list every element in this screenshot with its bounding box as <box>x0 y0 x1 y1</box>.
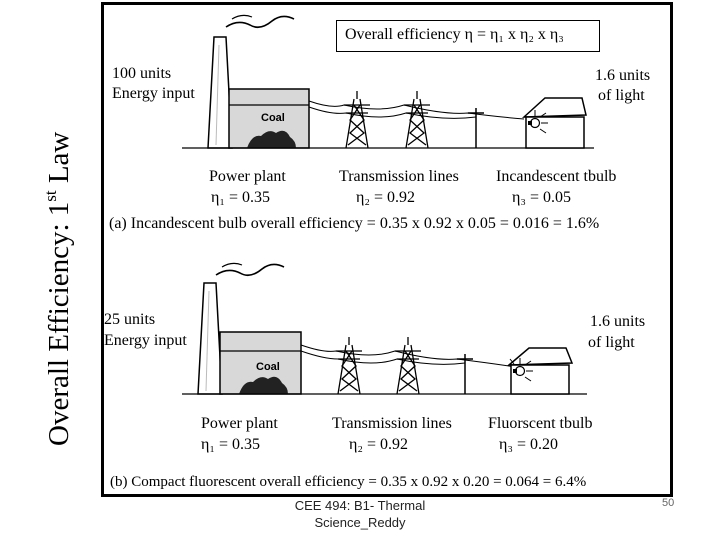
panel-a-stage1-eff: η₁ = 0.35 <box>211 189 270 206</box>
efficiency-equation: Overall efficiency η = η₁ x η₂ x η₃ <box>345 26 564 43</box>
panel-a-coal-label: Coal <box>261 112 285 124</box>
panel-b-stage2-name: Transmission lines <box>332 415 452 432</box>
efficiency-figure: Overall efficiency η = η₁ x η₂ x η₃ 100 … <box>101 2 673 497</box>
svg-text:Overall Efficiency: 1st Law: Overall Efficiency: 1st Law <box>41 132 74 446</box>
panel-b-stage3-eff: η₃ = 0.20 <box>499 436 558 453</box>
panel-b-stage3-name: Fluorscent tbulb <box>488 415 593 432</box>
house-b <box>506 347 574 395</box>
page-number: 50 <box>662 497 675 509</box>
tower-a2 <box>404 91 430 149</box>
panel-a-drawing <box>182 14 594 149</box>
panel-b-stage1-eff: η₁ = 0.35 <box>201 436 260 453</box>
smoke-a <box>225 15 295 29</box>
panel-a-output-label: of light <box>598 87 645 104</box>
smoke-b <box>215 263 285 277</box>
panel-b-drawing <box>182 262 587 395</box>
panel-a-stage2-name: Transmission lines <box>339 168 459 185</box>
panel-a-output-amount: 1.6 units <box>595 67 651 84</box>
tower-a1 <box>344 91 370 149</box>
coal-pile-a <box>247 130 296 148</box>
panel-a-stage1-name: Power plant <box>209 168 286 185</box>
bulb-b <box>509 358 533 382</box>
panel-a-input-amount: 100 units <box>112 65 172 82</box>
panel-b-output-label: of light <box>588 334 635 351</box>
panel-b-coal-label: Coal <box>256 361 280 373</box>
chimney-b <box>197 282 223 395</box>
efficiency-equation-box: Overall efficiency η = η₁ x η₂ x η₃ <box>336 20 600 52</box>
coal-pile-b <box>239 376 288 394</box>
panel-a-stage2-eff: η₂ = 0.92 <box>356 189 415 206</box>
slide-title: Overall Efficiency: 1st Law <box>41 132 74 446</box>
panel-a-stage3-eff: η₃ = 0.05 <box>512 189 571 206</box>
panel-a-stage3-name: Incandescent tbulb <box>496 168 617 185</box>
panel-b-input-amount: 25 units <box>104 311 156 328</box>
panel-b-caption: (b) Compact fluorescent overall efficien… <box>110 474 587 490</box>
slide-footer: CEE 494: B1- Thermal Science_Reddy <box>275 497 445 531</box>
footer-line-2: Science_Reddy <box>314 515 406 530</box>
panel-b-stage2-eff: η₂ = 0.92 <box>349 436 408 453</box>
tower-b1 <box>336 337 362 395</box>
footer-line-1: CEE 494: B1- Thermal <box>294 498 426 513</box>
panel-a-input-label: Energy input <box>112 85 195 102</box>
panel-b-input-label: Energy input <box>104 332 187 349</box>
panel-b-stage1-name: Power plant <box>201 415 278 432</box>
panel-b-output-amount: 1.6 units <box>590 313 646 330</box>
panel-a-caption: (a) Incandescent bulb overall efficiency… <box>109 215 600 232</box>
tower-b2 <box>395 337 421 395</box>
bulb-a <box>528 110 548 134</box>
efficiency-illustration <box>182 14 594 395</box>
